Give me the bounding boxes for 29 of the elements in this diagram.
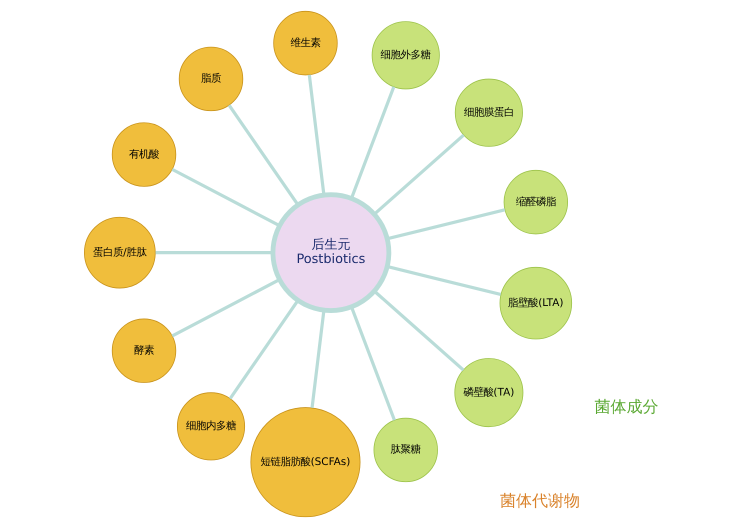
connector (308, 74, 326, 196)
connector (228, 300, 300, 400)
label: 菌体代谢物 (500, 491, 580, 510)
node-circle: 脂质 (178, 46, 244, 112)
connector (172, 168, 280, 227)
node-circle: 短链脂肪酸(SCFAs) (250, 407, 360, 518)
node-circle: 肽聚糖 (374, 418, 438, 482)
node-circle: 磷壁酸(TA) (454, 358, 524, 428)
connector (350, 306, 396, 421)
node-circle: 后生元 Postbiotics (270, 192, 392, 314)
label: 菌体成分 (594, 397, 658, 416)
connector (172, 278, 280, 338)
node-circle: 维生素 (273, 10, 338, 76)
node-circle: 有机酸 (112, 122, 176, 187)
node-circle: 蛋白质/胜肽 (84, 216, 156, 288)
connector (373, 134, 465, 216)
connector (310, 310, 326, 408)
node-circle: 细胞膜蛋白 (454, 78, 523, 147)
node-circle: 细胞内多糖 (176, 392, 246, 460)
connector (387, 265, 502, 296)
node-circle: 酵素 (112, 318, 176, 383)
node-circle: 细胞外多糖 (372, 21, 440, 90)
connector (228, 104, 300, 206)
node-circle: 缩醛磷脂 (504, 170, 568, 234)
connector (156, 251, 273, 254)
connector (373, 290, 464, 372)
connector (387, 208, 506, 240)
node-circle: 脂壁酸(LTA) (500, 266, 572, 340)
connector (350, 86, 396, 199)
